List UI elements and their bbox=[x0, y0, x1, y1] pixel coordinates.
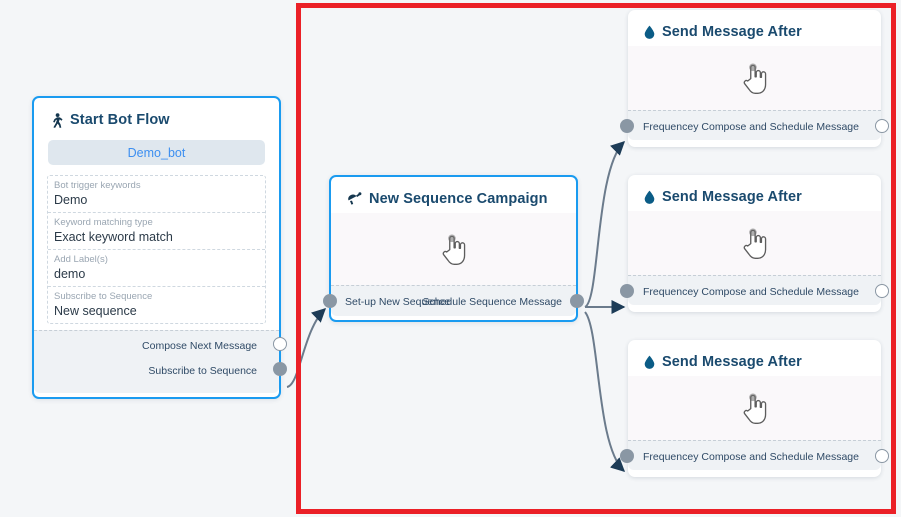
port-label-compose-and-schedule-message: Compose and Schedule Message bbox=[701, 451, 859, 463]
node-title-send-message-after-3: Send Message After bbox=[628, 340, 881, 376]
node-title-label: Send Message After bbox=[662, 354, 802, 370]
node-body-new-sequence-campaign bbox=[331, 213, 576, 285]
node-footer-send-message-after-3: Frequencey Compose and Schedule Message bbox=[620, 440, 889, 470]
output-port-compose-and-schedule-message[interactable] bbox=[875, 449, 889, 463]
hand-pointer-icon bbox=[740, 226, 770, 260]
field-label: Bot trigger keywords bbox=[54, 180, 141, 191]
node-title-label: Send Message After bbox=[662, 24, 802, 40]
node-title-new-sequence-campaign: New Sequence Campaign bbox=[331, 177, 576, 213]
node-send-message-after-3[interactable]: Send Message After Frequencey Compose an… bbox=[620, 340, 889, 477]
node-footer-start-bot-flow: Compose Next Message Subscribe to Sequen… bbox=[34, 330, 287, 393]
droplet-icon bbox=[644, 25, 655, 39]
node-body-start-bot-flow: Demo_bot Bot trigger keywords Demo Keywo… bbox=[34, 140, 279, 324]
port-label-schedule-sequence-message: Schedule Sequence Message bbox=[422, 296, 562, 308]
field-row[interactable]: Subscribe to Sequence New sequence bbox=[48, 287, 265, 323]
megaphone-icon bbox=[347, 192, 362, 206]
node-body-send-message-after-3 bbox=[628, 376, 881, 440]
node-title-label: Send Message After bbox=[662, 189, 802, 205]
field-label: Subscribe to Sequence bbox=[54, 291, 153, 302]
hand-pointer-icon bbox=[740, 61, 770, 95]
edge-campaign-to-card3 bbox=[584, 311, 626, 472]
node-footer-new-sequence-campaign: Set-up New Sequence Schedule Sequence Me… bbox=[323, 285, 584, 316]
node-body-send-message-after-2 bbox=[628, 211, 881, 275]
node-footer-send-message-after-1: Frequencey Compose and Schedule Message bbox=[620, 110, 889, 140]
edge-campaign-to-card1 bbox=[584, 141, 626, 308]
node-title-send-message-after-1: Send Message After bbox=[628, 10, 881, 46]
bot-name-chip[interactable]: Demo_bot bbox=[48, 140, 265, 165]
node-send-message-after-1[interactable]: Send Message After Frequencey Compose an… bbox=[620, 10, 889, 147]
node-title-start-bot-flow: Start Bot Flow bbox=[34, 98, 279, 134]
field-label: Add Label(s) bbox=[54, 254, 108, 265]
input-port-frequency[interactable] bbox=[620, 284, 634, 298]
port-label-compose-and-schedule-message: Compose and Schedule Message bbox=[701, 286, 859, 298]
droplet-icon bbox=[644, 355, 655, 369]
output-port-subscribe-to-sequence[interactable] bbox=[273, 362, 287, 376]
field-row[interactable]: Bot trigger keywords Demo bbox=[48, 176, 265, 213]
field-value: New sequence bbox=[54, 304, 137, 318]
output-port-compose-and-schedule-message[interactable] bbox=[875, 284, 889, 298]
field-row[interactable]: Keyword matching type Exact keyword matc… bbox=[48, 213, 265, 250]
running-person-icon bbox=[50, 112, 63, 128]
hand-pointer-icon bbox=[740, 391, 770, 425]
field-value: Demo bbox=[54, 193, 88, 207]
edge-subscribe-to-setup bbox=[286, 308, 327, 388]
node-new-sequence-campaign[interactable]: New Sequence Campaign Set-up New Sequenc… bbox=[323, 175, 584, 322]
port-label-compose-next-message: Compose Next Message bbox=[142, 340, 257, 352]
output-port-compose-next-message[interactable] bbox=[273, 337, 287, 351]
field-value: demo bbox=[54, 267, 86, 281]
node-send-message-after-2[interactable]: Send Message After Frequencey Compose an… bbox=[620, 175, 889, 312]
input-port-set-up-new-sequence[interactable] bbox=[323, 294, 337, 308]
input-port-frequency[interactable] bbox=[620, 119, 634, 133]
node-start-bot-flow[interactable]: Start Bot Flow Demo_bot Bot trigger keyw… bbox=[32, 96, 287, 399]
port-label-frequency: Frequencey bbox=[643, 451, 699, 463]
hand-pointer-icon bbox=[439, 232, 469, 266]
output-port-schedule-sequence-message[interactable] bbox=[570, 294, 584, 308]
field-row[interactable]: Add Label(s) demo bbox=[48, 250, 265, 287]
port-label-frequency: Frequencey bbox=[643, 121, 699, 133]
port-label-subscribe-to-sequence: Subscribe to Sequence bbox=[148, 365, 257, 377]
port-label-frequency: Frequencey bbox=[643, 286, 699, 298]
node-title-send-message-after-2: Send Message After bbox=[628, 175, 881, 211]
field-value: Exact keyword match bbox=[54, 230, 173, 244]
node-body-send-message-after-1 bbox=[628, 46, 881, 110]
node-footer-send-message-after-2: Frequencey Compose and Schedule Message bbox=[620, 275, 889, 305]
port-label-compose-and-schedule-message: Compose and Schedule Message bbox=[701, 121, 859, 133]
droplet-icon bbox=[644, 190, 655, 204]
port-label-set-up-new-sequence: Set-up New Sequence bbox=[345, 296, 451, 308]
output-port-compose-and-schedule-message[interactable] bbox=[875, 119, 889, 133]
input-port-frequency[interactable] bbox=[620, 449, 634, 463]
bot-fields-list: Bot trigger keywords Demo Keyword matchi… bbox=[47, 175, 266, 324]
node-title-label: New Sequence Campaign bbox=[369, 191, 548, 207]
node-title-label: Start Bot Flow bbox=[70, 112, 170, 128]
field-label: Keyword matching type bbox=[54, 217, 153, 228]
